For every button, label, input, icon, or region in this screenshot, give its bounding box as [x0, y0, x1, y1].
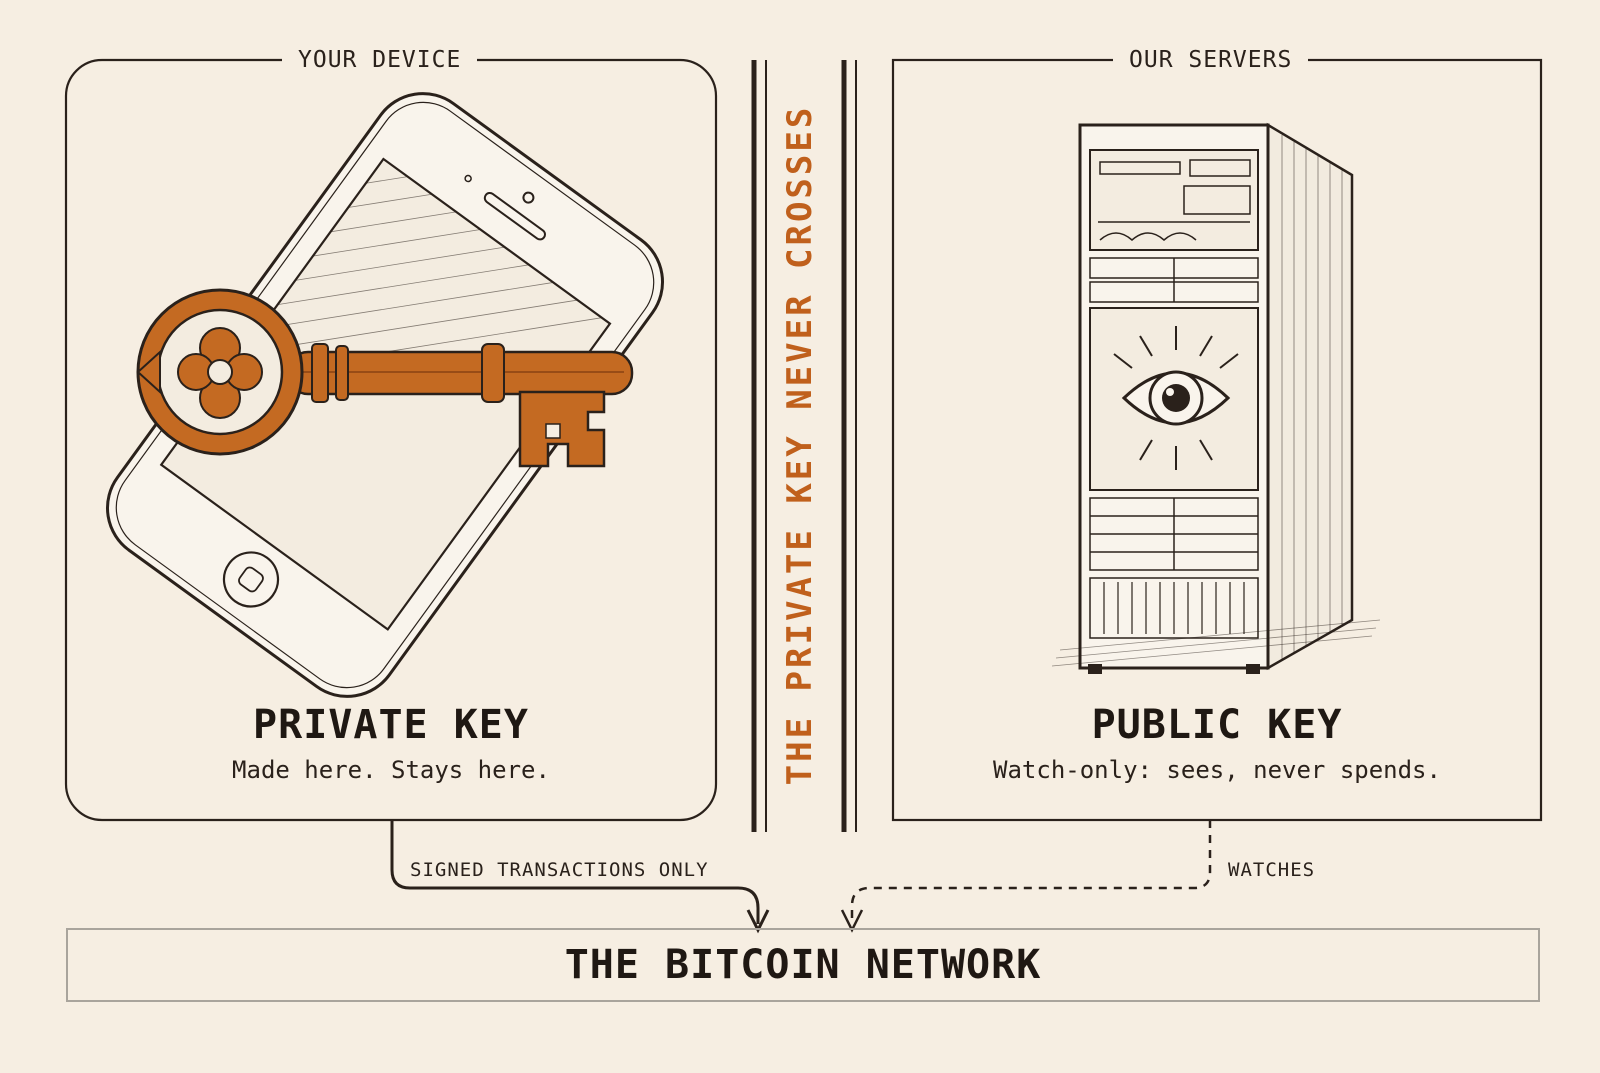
signed-transactions-label: SIGNED TRANSACTIONS ONLY — [410, 859, 709, 881]
watches-label: WATCHES — [1228, 859, 1316, 881]
private-key-title: PRIVATE KEY — [253, 702, 529, 748]
bitcoin-network-label: THE BITCOIN NETWORK — [564, 942, 1042, 988]
server-rack-icon — [1051, 122, 1381, 674]
public-key-subtitle: Watch-only: sees, never spends. — [993, 756, 1441, 784]
public-key-title: PUBLIC KEY — [1091, 702, 1343, 748]
divider-banner: THE PRIVATE KEY NEVER CROSSES — [780, 104, 820, 786]
eye-icon — [1113, 326, 1239, 470]
signed-transactions-arrow — [390, 820, 770, 934]
bitcoin-network-box: THE BITCOIN NETWORK — [66, 928, 1540, 1002]
divider-lines — [751, 60, 857, 832]
watches-arrow — [840, 820, 1212, 933]
device-panel-header: YOUR DEVICE — [282, 47, 478, 73]
skeleton-key-icon — [136, 288, 634, 468]
server-panel-header: OUR SERVERS — [1113, 47, 1309, 73]
private-key-subtitle: Made here. Stays here. — [232, 756, 550, 784]
